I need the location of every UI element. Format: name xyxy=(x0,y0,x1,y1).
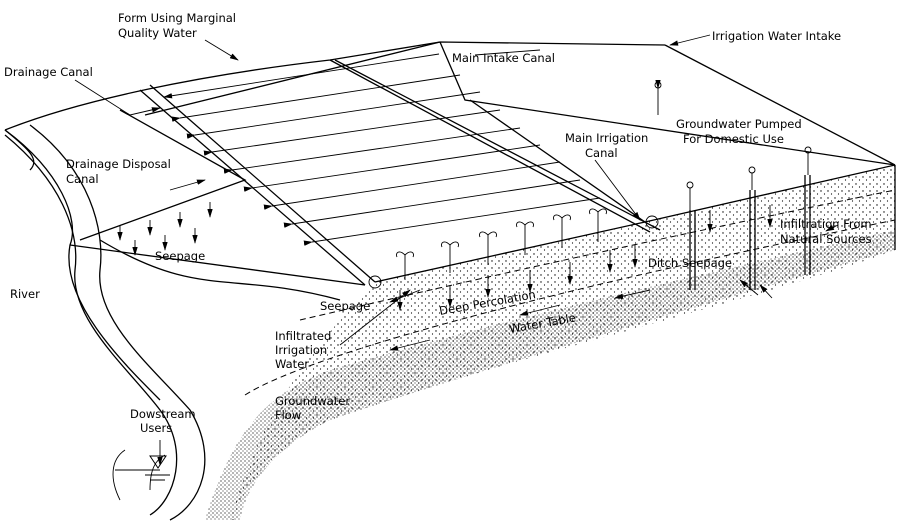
leader-lines xyxy=(74,34,711,466)
label-main-irrigation-canal-1: Main Irrigation xyxy=(565,131,648,145)
crop-plants xyxy=(396,208,607,280)
land-surface xyxy=(4,41,896,401)
label-main-intake-canal: Main Intake Canal xyxy=(452,51,555,65)
label-infiltrated-1: Infiltrated xyxy=(275,329,331,343)
seepage-arrows xyxy=(117,202,839,311)
river xyxy=(4,124,206,521)
label-groundwater-flow-2: Flow xyxy=(275,408,301,422)
groundwater-flow-arrows xyxy=(389,289,651,351)
label-irrigation-water-intake: Irrigation Water Intake xyxy=(712,29,841,43)
label-infiltration-natural-2: Natural Sources xyxy=(780,232,872,246)
wells xyxy=(654,79,812,299)
soil-cross-section xyxy=(205,165,896,520)
label-groundwater-pumped-2: For Domestic Use xyxy=(683,132,784,146)
label-infiltrated-3: Water xyxy=(275,357,309,371)
water-table-line xyxy=(244,219,896,396)
label-seepage-field: Seepage xyxy=(155,249,205,263)
label-drainage-canal: Drainage Canal xyxy=(4,65,93,79)
label-infiltrated-2: Irrigation xyxy=(275,343,327,357)
label-drainage-disposal-1: Drainage Disposal xyxy=(66,157,171,171)
label-farm-2: Quality Water xyxy=(118,26,197,40)
label-infiltration-natural-1: Infiltration From xyxy=(780,217,872,231)
label-river: River xyxy=(10,287,40,301)
label-groundwater-flow-1: Groundwater xyxy=(275,394,350,408)
label-seepage-canal: Seepage xyxy=(320,299,370,313)
label-drainage-disposal-2: Canal xyxy=(66,172,99,186)
label-farm-1: Form Using Marginal xyxy=(118,11,236,25)
label-downstream-users-2: Users xyxy=(140,421,172,435)
water-level-symbol xyxy=(149,455,167,469)
label-groundwater-pumped-1: Groundwater Pumped xyxy=(676,117,802,131)
label-main-irrigation-canal-2: Canal xyxy=(585,146,618,160)
label-ditch-seepage: Ditch Seepage xyxy=(648,256,732,270)
furrow-lines xyxy=(163,53,601,246)
label-downstream-users-1: Dowstream xyxy=(130,407,196,421)
